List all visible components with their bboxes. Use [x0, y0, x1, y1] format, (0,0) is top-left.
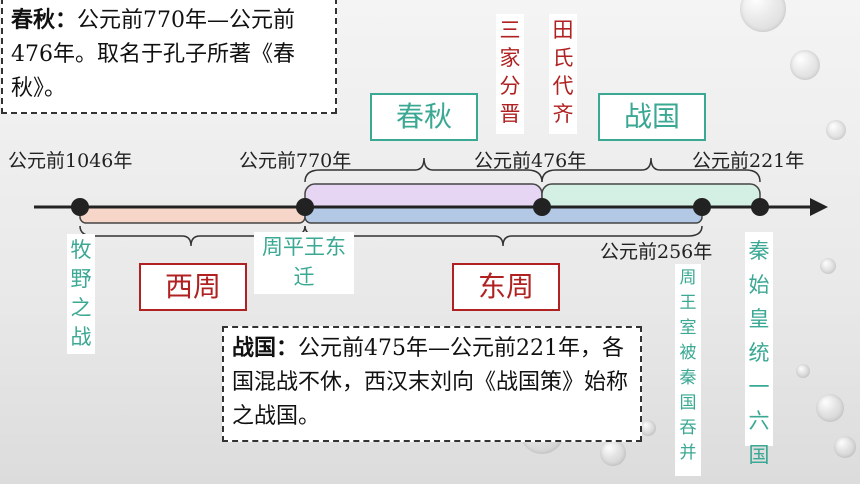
timeline-arrow — [810, 198, 828, 216]
dot-256 — [693, 198, 711, 216]
period-chunqiu: 春秋 — [370, 93, 478, 141]
period-xizhou: 西周 — [139, 263, 247, 311]
date-770: 公元前770年 — [239, 150, 352, 172]
event-qinshi-tongyi: 秦始皇统一六国 — [745, 232, 773, 467]
zhanguo-brace — [541, 157, 761, 183]
zhanguo-definition-box: 战国：公元前475年—公元前221年，各国混战不休，西汉末刘向《战国策》始称之战… — [222, 326, 642, 442]
zhanguo-sep: ： — [276, 336, 299, 361]
event-zhoushi-tunbing: 周王室被秦国吞并 — [675, 264, 701, 476]
decorative-bubble — [600, 440, 626, 466]
date-221: 公元前221年 — [692, 150, 805, 172]
chunqiu-bar — [304, 183, 543, 208]
date-476: 公元前476年 — [474, 150, 587, 172]
dot-221 — [751, 198, 769, 216]
intro-sep: ： — [55, 8, 78, 33]
dot-770 — [296, 198, 314, 216]
decorative-bubble — [816, 394, 844, 422]
period-dongzhou: 东周 — [452, 263, 560, 311]
dongzhou-bar — [304, 206, 703, 224]
decorative-bubble — [640, 420, 656, 436]
chunqiu-brace — [304, 157, 543, 183]
event-sanjia-fenjin: 三家分晋 — [496, 14, 524, 134]
decorative-bubble — [790, 50, 820, 80]
decorative-bubble — [826, 120, 846, 140]
intro-term: 春秋 — [11, 8, 56, 33]
dot-1046 — [71, 198, 89, 216]
zhanguo-bar — [541, 183, 761, 208]
event-tianshi-daiqi: 田氏代齐 — [549, 14, 577, 134]
zhanguo-term: 战国 — [232, 336, 277, 361]
decorative-bubble — [796, 364, 810, 378]
date-256: 公元前256年 — [600, 241, 713, 263]
date-1046: 公元前1046年 — [8, 150, 133, 172]
zhanguo-text: 公元前475年—公元前221年，各国混战不休，西汉末刘向《战国策》始称之战国。 — [232, 336, 629, 429]
intro-definition-box: 春秋：公元前770年—公元前476年。取名于孔子所著《春秋》。 — [1, 0, 337, 114]
intro-text: 公元前770年—公元前476年。取名于孔子所著《春秋》。 — [11, 8, 296, 101]
decorative-bubble — [820, 258, 836, 274]
xizhou-bar — [79, 206, 306, 224]
decorative-bubble — [834, 436, 856, 458]
event-muye: 牧野之战 — [67, 234, 95, 354]
event-zhoupingwang: 周平王东迁 — [254, 232, 354, 294]
dot-476 — [533, 198, 551, 216]
period-zhanguo: 战国 — [598, 93, 706, 141]
